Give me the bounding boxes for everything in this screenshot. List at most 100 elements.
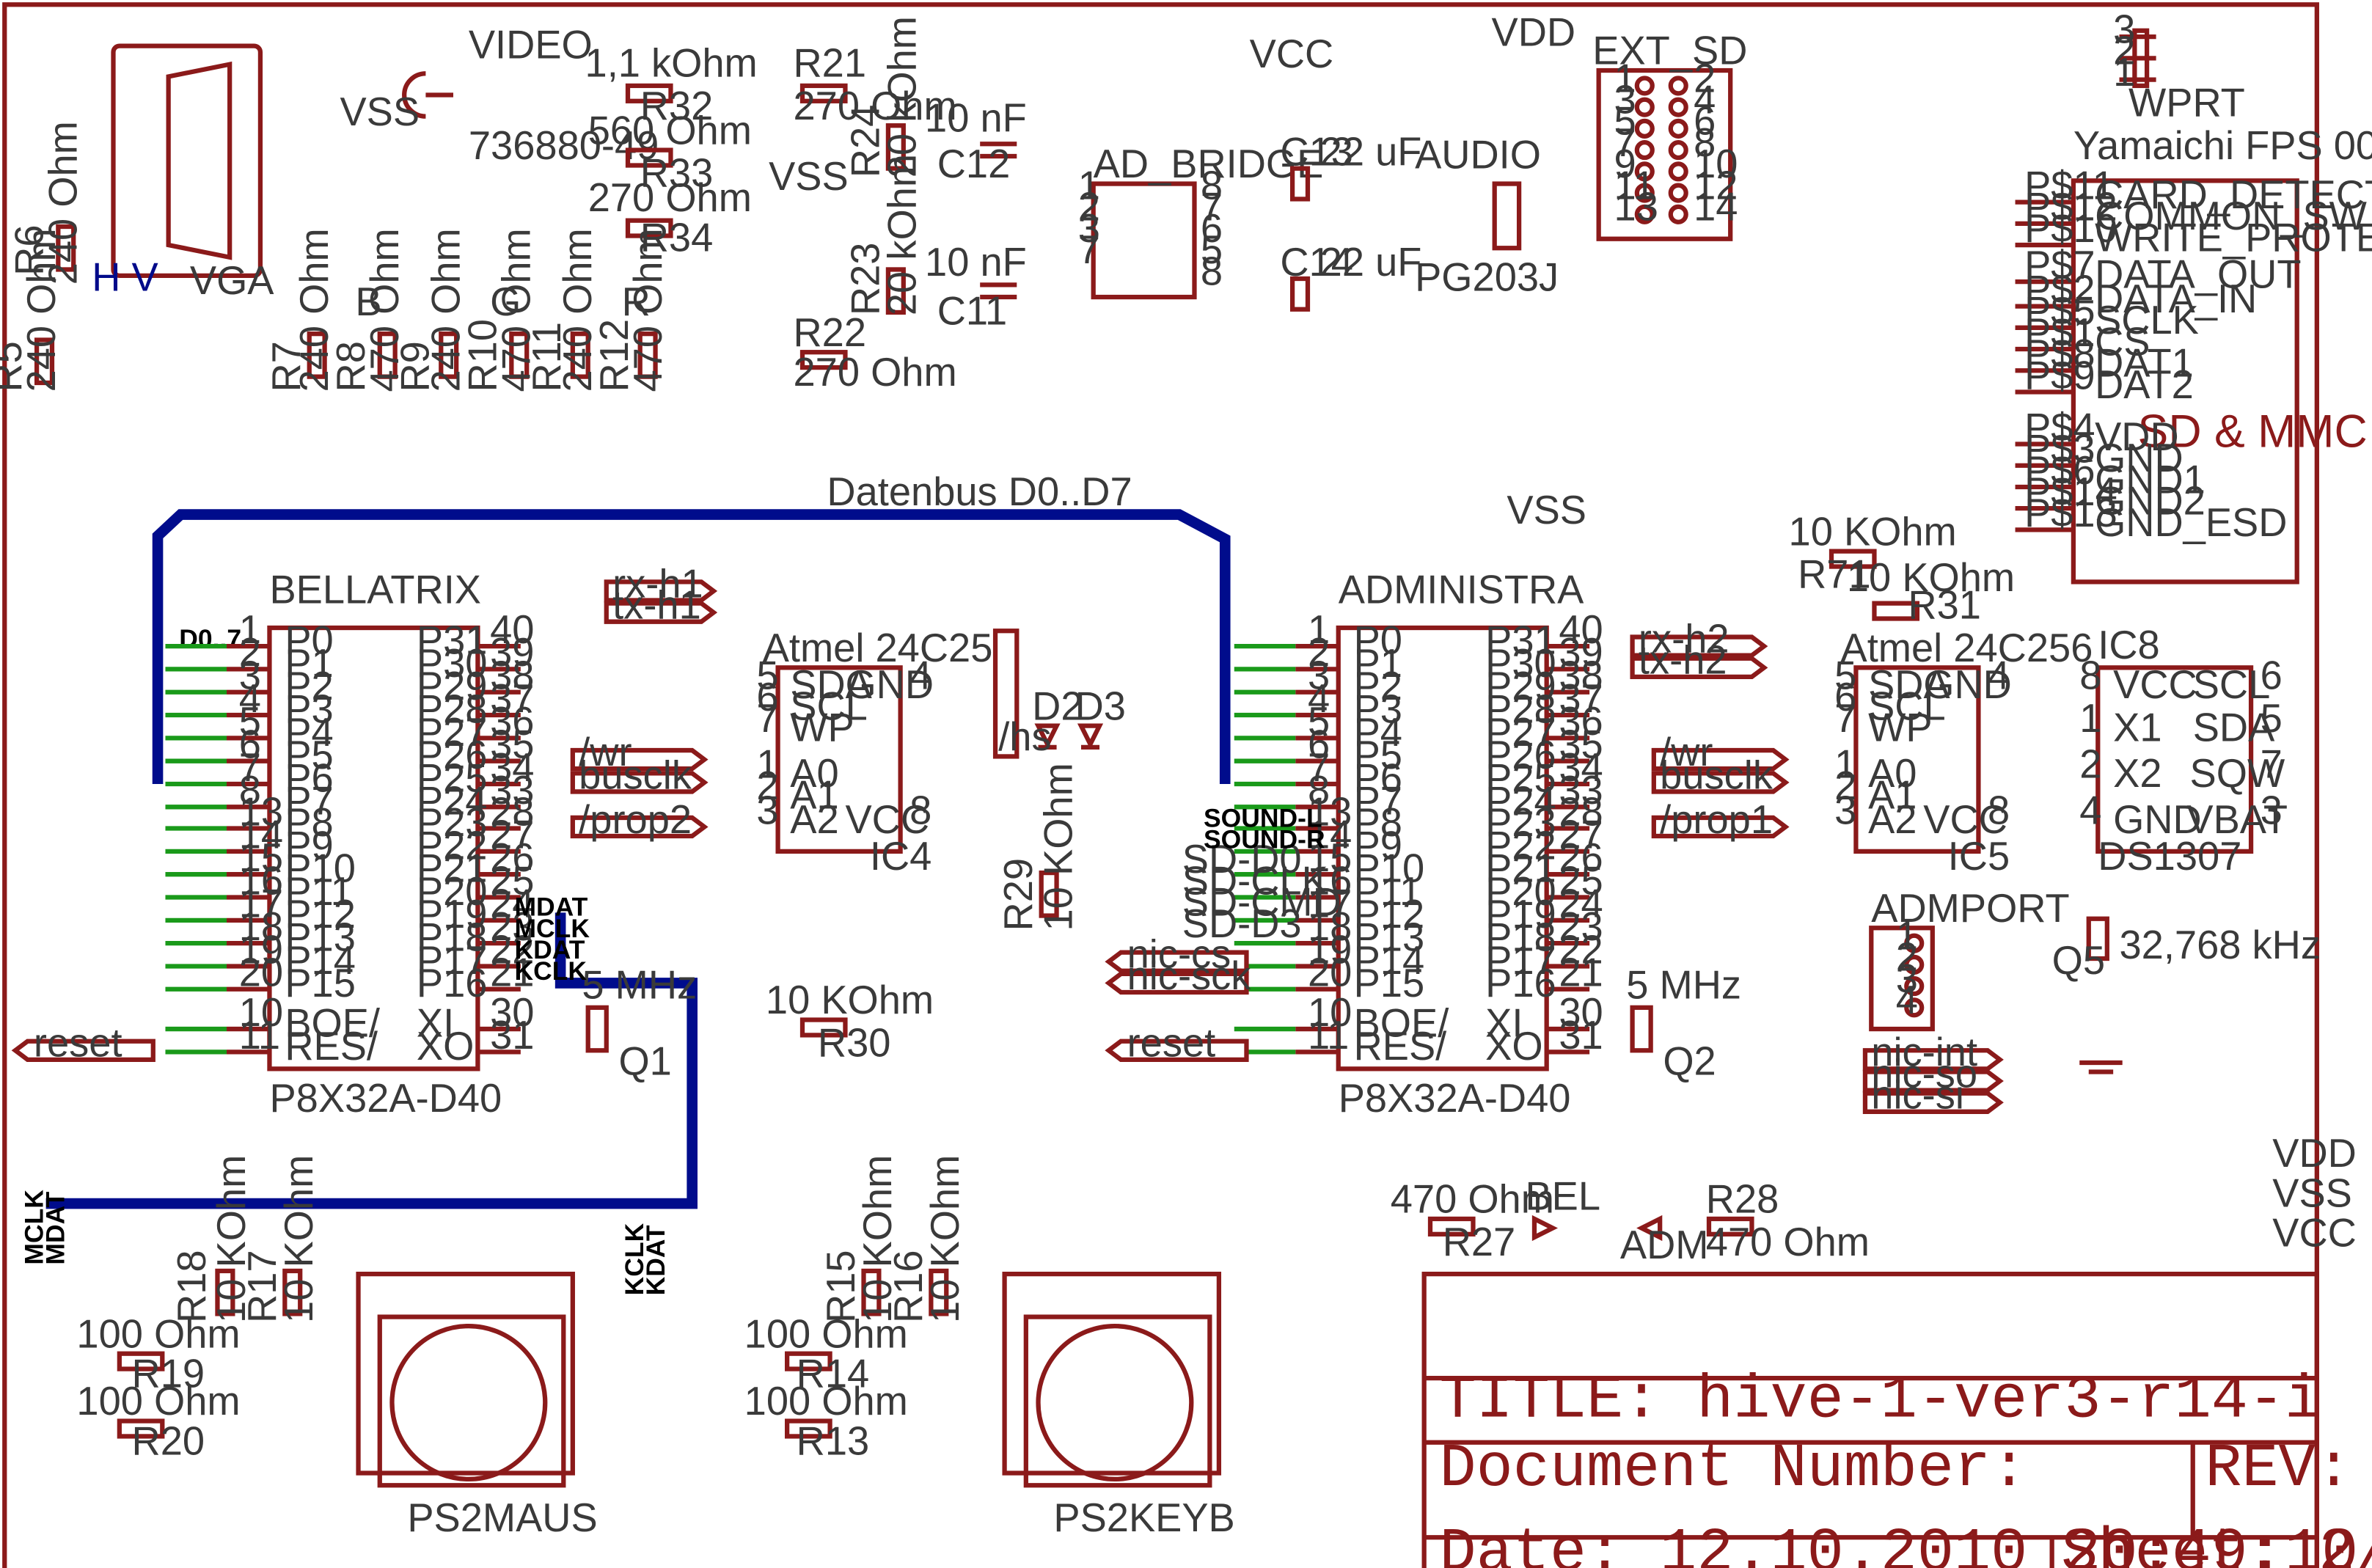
net-flag	[570, 815, 709, 839]
r31-ref: R31	[1908, 583, 1981, 628]
svg-text:GND: GND	[1923, 662, 2012, 707]
svg-text:X2: X2	[2113, 751, 2161, 796]
bellatrix-type: P8X32A-D40	[269, 1076, 502, 1121]
ext-sd-pin	[1668, 140, 1688, 161]
svg-text:1: 1	[1834, 742, 1856, 787]
q2-value: 5 MHz	[1626, 962, 1741, 1007]
net-flag-label: /wr	[1660, 730, 1713, 774]
administra-pin-label: P13	[1354, 915, 1425, 960]
bellatrix-pin-label: P17	[417, 938, 488, 983]
r30-ref: R30	[818, 1021, 891, 1066]
bellatrix-pin-number: 16	[239, 858, 283, 903]
svg-text:2: 2	[756, 763, 778, 808]
bellatrix-pin-number: 22	[490, 927, 534, 972]
administra-pin-label: P6	[1354, 755, 1402, 800]
svg-text:4: 4	[2079, 788, 2101, 832]
svg-text:3: 3	[756, 788, 778, 832]
svg-text:Sheet: 2/4: Sheet: 2/4	[2061, 1519, 2372, 1568]
sd-part: Yamaichi FPS 009-2405-0	[2073, 123, 2372, 168]
net-flag-label: rx-h2	[1639, 616, 1729, 661]
net-flag	[1630, 656, 1768, 679]
resistor-label: 10 KOhm	[855, 1155, 900, 1323]
administra-pin-number: 17	[1308, 882, 1352, 926]
administra-pin-number: 38	[1559, 653, 1603, 698]
bellatrix-pin-label: P19	[417, 892, 488, 937]
bellatrix-pin-number: 31	[490, 1013, 534, 1058]
sd-pin-ref: P$3	[2024, 427, 2095, 472]
misc-label: D3	[1075, 684, 1126, 728]
bellatrix-pin-label: P14	[285, 938, 356, 983]
net-flag	[570, 747, 709, 772]
administra-pin-label: P5	[1354, 733, 1402, 777]
ic4-name: Atmel 24C256	[763, 626, 1015, 670]
administra-name: ADMINISTRA	[1339, 568, 1584, 612]
net-small-label: KDAT	[515, 935, 585, 964]
administra-pin-number: 10	[1308, 990, 1352, 1035]
ext-sd-pin-number: 9	[1614, 142, 1636, 186]
r28-value: 470 Ohm	[1706, 1220, 1870, 1264]
misc-label: B	[355, 279, 381, 324]
svg-text:X1: X1	[2113, 706, 2161, 750]
r19-ref: R19	[132, 1352, 205, 1396]
administra-pin-label: P29	[1485, 664, 1556, 708]
administra-pin-label: P25	[1485, 755, 1556, 800]
svg-text:7: 7	[1201, 185, 1223, 230]
r33-ref: R33	[640, 151, 714, 196]
c13-value: 22 uF	[1320, 129, 1422, 174]
administra-pin-label: P26	[1485, 733, 1556, 777]
administra-pin-number: 36	[1559, 699, 1603, 744]
administra-pin-number: 11	[1308, 1013, 1349, 1058]
misc-label: /hs	[998, 714, 1051, 759]
bellatrix-pin-number: 15	[239, 835, 283, 880]
bellatrix-pin-number: 6	[239, 722, 261, 767]
administra-pin-number: 15	[1308, 835, 1352, 880]
net-flag-label: nic-sck	[1127, 953, 1252, 998]
r13-value: 100 Ohm	[744, 1379, 908, 1424]
sd-pin-ref: P$10	[2024, 206, 2117, 251]
misc-label: SD-D3	[1182, 901, 1302, 946]
c14-ref: C14	[1280, 240, 1353, 285]
administra-pin-label: XI	[1485, 1001, 1523, 1046]
c11-ref: C11	[937, 289, 1008, 334]
video-label: VIDEO	[469, 22, 593, 67]
svg-text:2: 2	[1896, 935, 1918, 980]
ic5-name: Atmel 24C256	[1841, 626, 2093, 670]
r21-ref: R21	[793, 40, 866, 85]
r34-ref: R34	[640, 215, 714, 260]
svg-text:2: 2	[2113, 29, 2135, 73]
audio-part: PG203J	[1415, 255, 1559, 300]
net-flag	[1862, 1048, 2004, 1071]
resistor-label: R29	[996, 858, 1041, 931]
sd-pin-label: GND2	[2095, 479, 2206, 524]
misc-label: SD-CLK	[1182, 858, 1328, 903]
resistor-label: 10 KOhm	[277, 1155, 321, 1323]
svg-text:WP: WP	[1868, 706, 1932, 750]
net-small-label: SOUND-L	[1204, 803, 1322, 832]
bellatrix-pin-label: XI	[417, 1001, 454, 1046]
sd-pin-label: CARD_DETECT	[2095, 172, 2372, 217]
administra-pin-number: 18	[1308, 904, 1352, 949]
sd-pin-ref: P$6	[2024, 448, 2095, 493]
chip-administra: ADMINISTRA P8X32A-D40 P01P12P23P34P45P56…	[1295, 568, 1603, 1121]
resistor-label: R8	[329, 341, 373, 392]
sd-pin-label: DAT2	[2095, 362, 2194, 407]
net-small-label: SOUND-R	[1204, 825, 1325, 854]
resistor-label: 10 KOhm	[209, 1155, 254, 1323]
net-flag-label: reset	[34, 1021, 122, 1066]
administra-pin-number: 25	[1559, 858, 1603, 903]
sd-label: SD & MMC	[2138, 406, 2368, 458]
misc-label: SD-D0	[1182, 837, 1302, 882]
bellatrix-pin-label: P25	[417, 755, 488, 800]
sd-pin-ref: P$14	[2024, 469, 2117, 514]
svg-text:SCL: SCL	[2193, 662, 2271, 707]
ext-sd-pin	[1634, 76, 1655, 96]
title-block: TITLE: hive-1-ver3-r14-i Document Number…	[1421, 1271, 2372, 1568]
ic4-ref: IC4	[870, 834, 931, 879]
bellatrix-pin-label: P31	[417, 618, 488, 663]
bellatrix-pin-number: 10	[239, 990, 283, 1035]
bellatrix-pin-label: P23	[417, 800, 488, 845]
r32-ref: R32	[640, 84, 714, 128]
svg-text:Date: 12.10.2010 20:49:10: Date: 12.10.2010 20:49:10	[1440, 1519, 2359, 1568]
resistor-label: 240 Ohm	[40, 121, 85, 285]
